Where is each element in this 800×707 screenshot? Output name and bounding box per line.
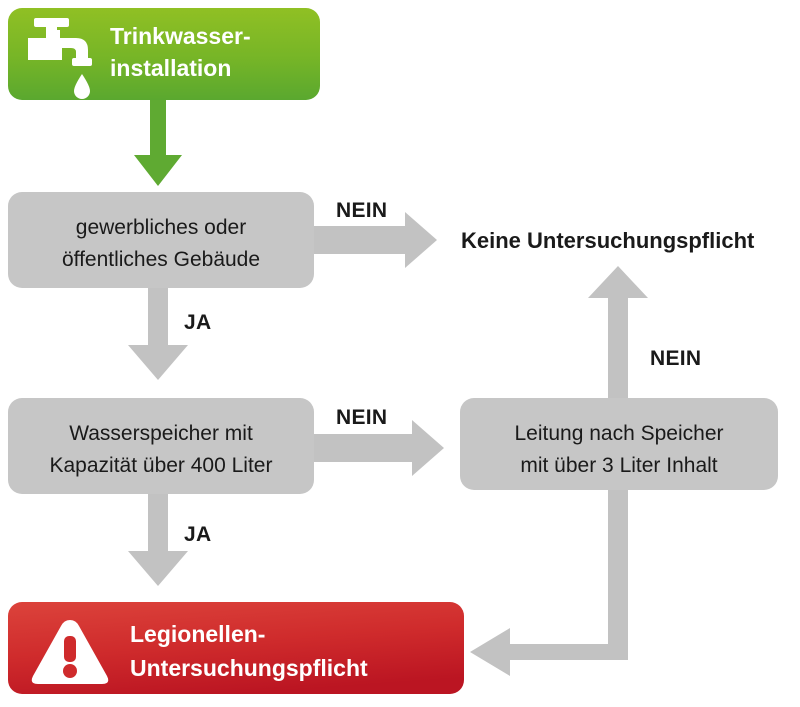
edge-pipe-no (588, 266, 648, 410)
edge-label-nein-2: NEIN (336, 406, 387, 429)
edge-storage-no (300, 420, 444, 476)
result-duty-label-line2: Untersuchungspflicht (130, 655, 368, 681)
pipe-label-line1: Leitung nach Speicher (515, 422, 724, 445)
node-gewerbliches-oeffentliches-gebaeude[interactable]: gewerbliches oder öffentliches Gebäude (8, 192, 314, 288)
edge-building-no (300, 212, 437, 268)
start-label-line1: Trinkwasser- (110, 23, 251, 49)
node-trinkwasserinstallation[interactable]: Trinkwasser- installation (8, 8, 320, 100)
storage-label-line2: Kapazität über 400 Liter (50, 454, 273, 477)
node-leitung-nach-speicher[interactable]: Leitung nach Speicher mit über 3 Liter I… (460, 398, 778, 490)
result-none-label: Keine Untersuchungspflicht (461, 228, 755, 253)
faucet-icon (28, 18, 92, 99)
edge-building-yes (128, 286, 188, 380)
building-label-line2: öffentliches Gebäude (62, 248, 260, 271)
pipe-label-line2: mit über 3 Liter Inhalt (520, 454, 717, 477)
edge-label-ja-1: JA (184, 311, 211, 334)
edge-start-to-building (134, 96, 182, 186)
node-wasserspeicher-kapazitaet[interactable]: Wasserspeicher mit Kapazität über 400 Li… (8, 398, 314, 494)
edge-label-ja-2: JA (184, 523, 211, 546)
edge-storage-yes (128, 492, 188, 586)
edge-label-nein-1: NEIN (336, 199, 387, 222)
edge-label-nein-3: NEIN (650, 347, 701, 370)
building-label-line1: gewerbliches oder (76, 216, 246, 239)
warning-triangle-icon (31, 620, 109, 684)
edge-pipe-yes (470, 486, 628, 676)
node-legionellen-untersuchungspflicht[interactable]: Legionellen- Untersuchungspflicht (8, 602, 464, 694)
storage-label-line1: Wasserspeicher mit (69, 422, 253, 445)
node-keine-untersuchungspflicht: Keine Untersuchungspflicht (461, 228, 755, 253)
result-duty-label-line1: Legionellen- (130, 621, 265, 647)
start-label-line2: installation (110, 55, 231, 81)
